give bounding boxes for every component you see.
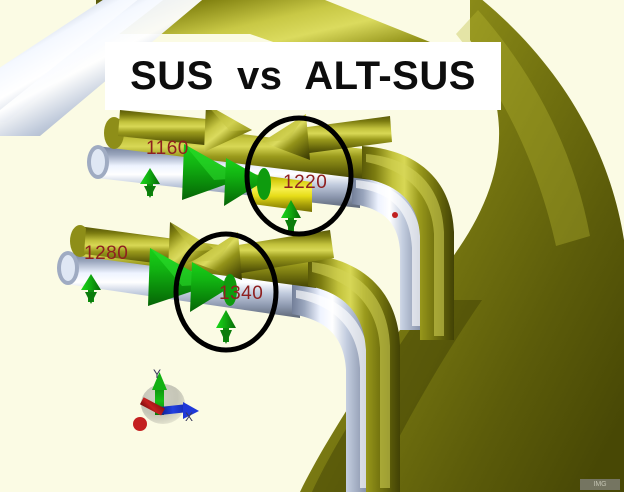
green-load-arrow-lower-b-base [223,274,237,306]
triad-x-axis-shaft [159,404,187,415]
axis-label-x: X [185,410,194,424]
triad-z-axis-head [133,417,147,431]
corner-watermark-text: IMG [593,481,607,488]
red-marker-point [392,212,398,218]
green-load-arrow-upper-b-base [257,168,271,200]
dimension-label-1340: 1340 [219,283,264,304]
olive-force-arrow-lower-right [192,230,334,280]
green-support-arrow-2 [281,200,301,234]
triad-x-axis-head [183,402,199,419]
steel-pipe-upper-endcap-inner [91,149,105,175]
highlight-circle-lower [173,231,279,353]
green-support-arrow-1 [140,168,160,198]
green-load-arrow-lower-b-cone [190,262,232,312]
dimension-label-1280: 1280 [84,243,129,264]
triad-y-axis-shaft [155,387,164,415]
steel-pipe-upper-elbow-highlight [356,180,422,326]
olive-force-arrow-lower-right-head-shade [192,232,238,262]
olive-pipe-upper-elbow-highlight [366,154,444,336]
olive-force-arrow-lower-right-shaft [232,230,334,274]
steel-pipe-background-topleft-2 [0,0,203,136]
olive-pipe-lower-elbow-highlight [312,262,390,488]
green-load-arrow-lower-b [190,262,237,312]
dimension-label-1220: 1220 [283,172,328,193]
steel-pipe-lower-elbow-highlight [296,290,370,488]
olive-force-arrow-upper-left-head-shade [206,104,252,131]
steel-pipe-lower-endcap-inner [61,255,75,281]
green-support-arrow-3 [81,274,101,304]
corner-watermark: IMG [580,479,620,490]
axis-label-y: Y [153,367,162,381]
highlight-circle-upper [244,115,354,237]
dimension-label-1160: 1160 [146,138,189,159]
green-support-arrow-4 [216,310,236,344]
olive-force-arrow-upper-left [118,104,252,152]
triad-y-axis-head [152,372,167,390]
triad-z-axis-shaft [139,397,165,416]
olive-force-arrow-lower-left-head-shade [170,222,216,251]
title-text: SUS vs ALT-SUS [130,54,476,98]
olive-force-arrow-upper-right-head-shade [262,114,306,142]
olive-force-arrow-upper-left-shaft [118,110,216,146]
title-banner: SUS vs ALT-SUS [105,42,501,110]
coordinate-axis-triad [133,372,199,431]
